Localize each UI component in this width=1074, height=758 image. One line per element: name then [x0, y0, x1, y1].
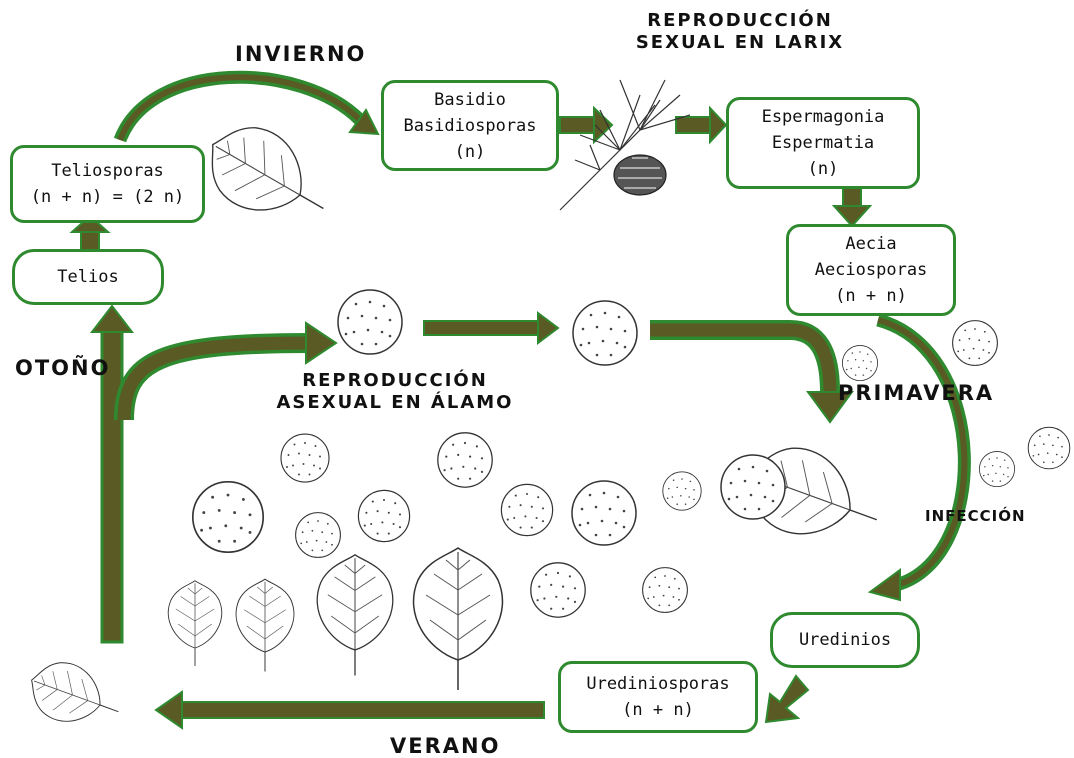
stage-basidio: Basidio Basidiosporas (n) — [381, 80, 559, 171]
poplar-leaf-row-1 — [168, 581, 221, 666]
spore-top-1 — [338, 290, 402, 354]
poplar-leaf-top — [193, 110, 344, 243]
arrow-spore-spore — [424, 321, 540, 335]
arrow-spring-descent — [650, 330, 830, 392]
stage-espermagonia: Espermagonia Espermatia (n) — [726, 97, 920, 189]
poplar-leaf-row-2 — [236, 579, 294, 671]
spore-l — [842, 345, 877, 380]
spore-a — [281, 434, 329, 482]
stage-espermagonia-line-1: Espermagonia — [762, 104, 885, 130]
stage-urediniosporas-line-2: (n + n) — [622, 697, 694, 723]
larch-branch-icon — [560, 80, 690, 210]
stage-basidio-line-2: Basidiosporas — [403, 113, 536, 139]
spore-i — [721, 455, 785, 519]
spore-k — [643, 568, 688, 613]
stage-teliosporas: Teliosporas (n + n) = (2 n) — [10, 145, 205, 223]
stage-telios: Telios — [12, 249, 164, 305]
spore-d — [296, 513, 341, 558]
season-autumn: OTOÑO — [15, 356, 110, 380]
stage-uredinios-label: Uredinios — [799, 627, 891, 653]
season-winter: INVIERNO — [235, 42, 366, 66]
spore-j — [531, 563, 585, 617]
arrow-infection-arc — [878, 320, 964, 585]
caption-asexual-reproduction: REPRODUCCIÓN ASEXUAL EN ÁLAMO — [225, 370, 565, 414]
arrow-larix-espermagonia — [676, 117, 710, 133]
spore-h — [663, 472, 701, 510]
arrow-summer — [180, 702, 544, 718]
spore-c — [193, 482, 263, 552]
spore-top-2 — [573, 301, 637, 365]
stage-teliosporas-line-2: (n + n) = (2 n) — [31, 184, 185, 210]
stage-uredinios: Uredinios — [770, 612, 920, 668]
stage-espermagonia-line-3: (n) — [808, 156, 839, 182]
spore-e — [358, 490, 409, 541]
stage-telios-label: Telios — [57, 264, 118, 290]
spore-n — [979, 451, 1014, 486]
stage-aecia-line-2: Aeciosporas — [815, 257, 928, 283]
stage-espermagonia-line-2: Espermatia — [772, 130, 874, 156]
season-spring: PRIMAVERA — [838, 381, 994, 405]
stage-teliosporas-line-1: Teliosporas — [51, 158, 164, 184]
poplar-leaf-row-3 — [317, 555, 393, 676]
stage-urediniosporas: Urediniosporas (n + n) — [558, 661, 758, 733]
caption-sexual-reproduction: REPRODUCCIÓN SEXUAL EN LARIX — [585, 10, 895, 54]
caption-infection: INFECCIÓN — [925, 505, 1026, 527]
spore-b — [438, 433, 492, 487]
stage-basidio-line-1: Basidio — [434, 87, 506, 113]
poplar-leaf-bottom-left — [22, 653, 129, 739]
stage-aecia-line-1: Aecia — [845, 231, 896, 257]
stage-aecia: Aecia Aeciosporas (n + n) — [786, 224, 956, 316]
spore-g — [572, 481, 636, 545]
stage-aecia-line-3: (n + n) — [835, 283, 907, 309]
spore-m — [953, 321, 998, 366]
caption-sexual-line-1: REPRODUCCIÓN — [585, 10, 895, 32]
caption-asexual-line-2: ASEXUAL EN ÁLAMO — [225, 392, 565, 414]
spore-o — [1028, 427, 1070, 469]
poplar-leaf-row-4 — [414, 548, 503, 690]
caption-asexual-line-1: REPRODUCCIÓN — [225, 370, 565, 392]
stage-urediniosporas-line-1: Urediniosporas — [586, 671, 729, 697]
season-summer: VERANO — [390, 734, 500, 758]
stage-basidio-line-3: (n) — [455, 139, 486, 165]
caption-sexual-line-2: SEXUAL EN LARIX — [585, 32, 895, 54]
arrow-uredinios-urediniosporas — [766, 676, 808, 722]
arrow-basidio-larix — [560, 117, 594, 133]
spore-f — [501, 484, 552, 535]
